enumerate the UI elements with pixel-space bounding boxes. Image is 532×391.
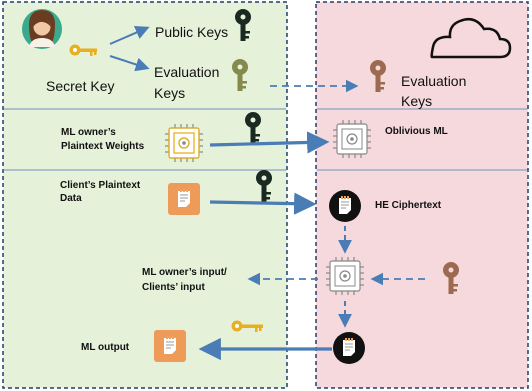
evaluation-keys-label-2: Keys [154,85,186,101]
row2-public-key-icon [245,112,261,144]
evaluation-key-icon [232,59,248,91]
ml-output-icon [154,330,186,362]
ml-output-label: ML output [81,342,130,353]
client-data-label-2: Data [60,193,82,204]
user-icon [22,9,62,49]
ciphertext-icon [329,190,361,222]
arrow-to-public-keys [109,26,150,45]
cloud-evaluation-keys-label-1: Evaluation [401,73,467,89]
arrow-weights-to-oblivious-ml [209,131,330,154]
cloud-evaluation-key-icon [370,60,386,92]
he-ciphertext-label: HE Ciphertext [375,200,442,211]
secret-key-label: Secret Key [46,78,115,94]
result-ciphertext-icon [333,332,365,364]
output-secret-key-icon [231,320,263,332]
evaluation-keys-label-1: Evaluation [154,64,220,80]
client-data-label-1: Client’s Plaintext [60,180,141,191]
inputs-label-1: ML owner’s input/ [142,267,227,278]
arrow-data-to-ciphertext [209,192,317,215]
row-dividers [4,108,527,171]
client-panel [2,1,288,389]
client-data-icon [168,183,200,215]
compute-evaluation-key-icon [443,262,459,294]
inputs-label-2: Clients’ input [142,282,205,293]
arrow-to-evaluation-keys [109,55,150,72]
row3-public-key-icon [256,170,272,202]
cloud-icon [430,18,512,59]
weights-chip-icon [164,123,204,163]
public-key-icon [235,9,251,41]
owner-weights-label-1: ML owner’s [61,127,116,138]
secret-key-icon [69,44,97,56]
compute-chip-icon [325,256,365,296]
oblivious-ml-label: Oblivious ML [385,126,448,137]
oblivious-ml-chip-icon [332,119,372,159]
owner-weights-label-2: Plaintext Weights [61,141,145,152]
public-keys-label: Public Keys [155,24,229,40]
cloud-evaluation-keys-label-2: Keys [401,93,433,109]
